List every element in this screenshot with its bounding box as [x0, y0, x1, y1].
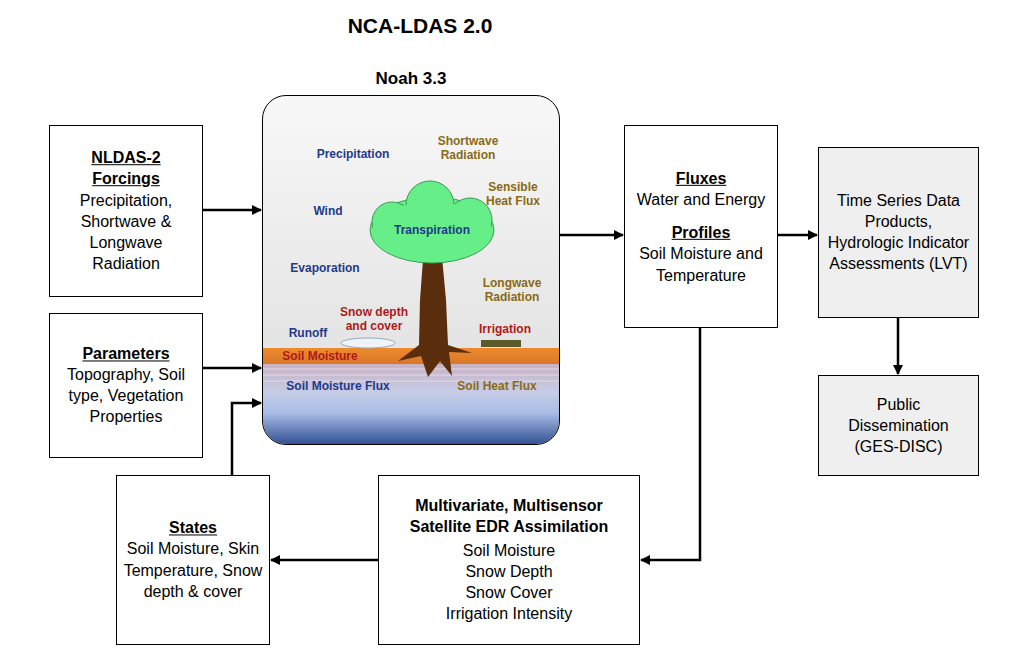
box-text: Snow Cover [385, 582, 633, 603]
process-label: Longwave Radiation [472, 276, 552, 305]
box-heading: Noah 3.3 [263, 68, 559, 91]
box-text: Public Dissemination (GES-DISC) [825, 394, 972, 458]
text-stack: StatesSoil Moisture, Skin Temperature, S… [117, 517, 269, 602]
process-label: Evaporation [280, 261, 370, 275]
flow-arrow [271, 559, 378, 562]
subsoil [263, 364, 559, 444]
snow-pack [341, 338, 395, 348]
process-label: Wind [303, 204, 353, 218]
input-box: NLDAS-2 ForcingsPrecipitation, Shortwave… [49, 125, 203, 297]
tree-crown [370, 181, 494, 263]
process-label: Precipitation [303, 147, 403, 161]
text-stack: NLDAS-2 ForcingsPrecipitation, Shortwave… [50, 147, 202, 275]
text-stack: Time Series Data Products, Hydrologic In… [819, 190, 978, 275]
text-stack: FluxesWater and EnergyProfilesSoil Moist… [625, 167, 777, 285]
box-heading: NLDAS-2 Forcings [56, 147, 196, 190]
flow-arrow [232, 403, 261, 475]
box-text: Water and Energy [631, 189, 771, 210]
irrigation-bar [481, 340, 521, 347]
flow-arrow [641, 328, 700, 560]
flow-arrow [203, 209, 261, 212]
flow-arrow [560, 234, 623, 237]
state-box: StatesSoil Moisture, Skin Temperature, S… [116, 475, 270, 645]
text-stack: ParametersTopography, Soil type, Vegetat… [50, 343, 202, 428]
box-heading: Parameters [56, 343, 196, 364]
process-label: Shortwave Radiation [427, 134, 509, 163]
box-text: Irrigation Intensity [385, 604, 633, 625]
product-box: Time Series Data Products, Hydrologic In… [818, 147, 979, 318]
diagram-title: NCA-LDAS 2.0 [220, 14, 620, 38]
process-label: Snow depth and cover [335, 305, 413, 334]
box-heading: Multivariate, Multisensor Satellite EDR … [385, 495, 633, 538]
process-label: Soil Moisture Flux [278, 379, 398, 393]
flow-arrow [778, 234, 817, 237]
box-text: Time Series Data Products, Hydrologic In… [825, 190, 972, 275]
box-text: Snow Depth [385, 561, 633, 582]
box-heading: Fluxes [631, 167, 771, 188]
process-label: Soil Heat Flux [452, 379, 542, 393]
process-label: Irrigation [470, 322, 540, 336]
tree-trunk [398, 246, 472, 377]
box-text: Soil Moisture and Temperature [631, 243, 771, 286]
model-scene [263, 96, 559, 444]
dissemination-box: Public Dissemination (GES-DISC) [818, 375, 979, 476]
output-box: FluxesWater and EnergyProfilesSoil Moist… [624, 125, 778, 328]
assimilation-box: Multivariate, Multisensor Satellite EDR … [378, 475, 640, 645]
process-label: Sensible Heat Flux [477, 180, 549, 209]
box-text: Soil Moisture [385, 540, 633, 561]
box-text: Soil Moisture, Skin Temperature, Snow de… [123, 539, 263, 603]
box-heading: States [123, 517, 263, 538]
box-text: Profiles [631, 222, 771, 243]
sky [263, 96, 559, 349]
box-text: Topography, Soil type, Vegetation Proper… [56, 364, 196, 428]
flow-arrow [203, 367, 261, 370]
process-label: Transpiration [382, 223, 482, 237]
flow-arrow [897, 318, 900, 374]
text-stack: Multivariate, Multisensor Satellite EDR … [379, 495, 639, 625]
box-text: Precipitation, Shortwave & Longwave Radi… [56, 190, 196, 275]
process-label: Runoff [283, 326, 333, 340]
input-box: ParametersTopography, Soil type, Vegetat… [49, 313, 203, 458]
text-stack: Public Dissemination (GES-DISC) [819, 394, 978, 458]
process-label: Soil Moisture [275, 349, 365, 363]
